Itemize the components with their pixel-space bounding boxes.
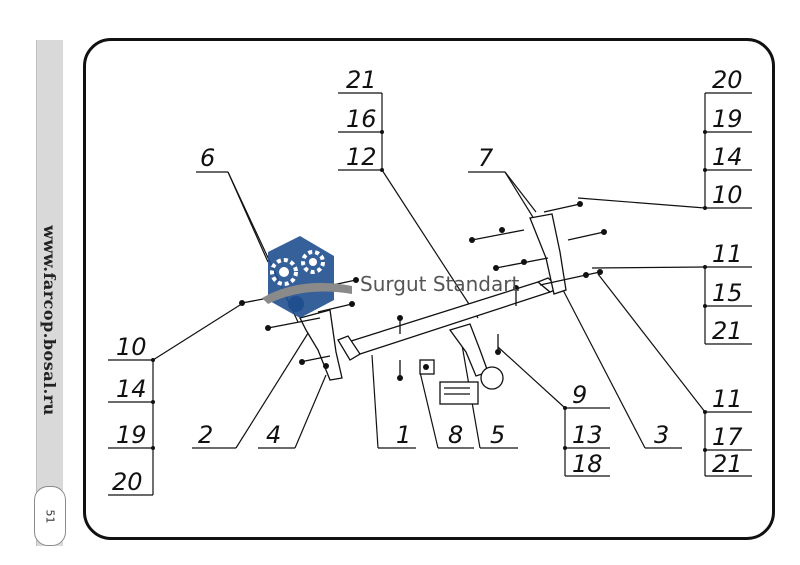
callout-3: 3: [654, 421, 669, 449]
callout-left-4: 20: [112, 468, 143, 496]
callout-13: 13: [572, 421, 603, 449]
callout-right-bottom-2: 17: [712, 423, 743, 451]
callout-left-2: 14: [116, 375, 147, 403]
callout-left-1: 10: [116, 333, 147, 361]
towbar-assembly: [241, 203, 605, 405]
callout-right-mid-1: 11: [712, 240, 743, 268]
nuts-washers: [239, 201, 607, 381]
callout-1: 1: [396, 421, 411, 449]
leader-lines: [108, 92, 752, 496]
callout-9: 9: [572, 381, 587, 409]
callout-6: 6: [200, 144, 215, 172]
callout-labels: 6 7 21 16 12 20 19 14 10 11 15 21 11 17 …: [112, 66, 743, 496]
callout-top-mid-3: 12: [346, 143, 377, 171]
callout-top-right-3: 14: [712, 143, 743, 171]
watermark-text: Surgut Standart: [360, 272, 519, 296]
callout-5: 5: [490, 421, 505, 449]
callout-2: 2: [198, 421, 213, 449]
callout-right-bottom-3: 21: [712, 450, 743, 478]
callout-right-bottom-1: 11: [712, 385, 743, 413]
gears-logo: [262, 236, 352, 318]
callout-18: 18: [572, 450, 603, 478]
drawing-frame: [83, 38, 775, 540]
callout-7: 7: [478, 144, 494, 172]
leader-dots: [151, 130, 707, 452]
callout-top-right-4: 10: [712, 181, 743, 209]
callout-left-3: 19: [116, 421, 147, 449]
callout-top-right-2: 19: [712, 105, 743, 133]
callout-top-right-1: 20: [712, 66, 743, 94]
callout-top-mid-2: 16: [346, 105, 377, 133]
callout-4: 4: [266, 421, 281, 449]
callout-right-mid-3: 21: [712, 317, 743, 345]
callout-top-mid-1: 21: [346, 66, 377, 94]
page-number: 51: [34, 486, 66, 546]
callout-8: 8: [448, 421, 463, 449]
sidebar-strip: [36, 40, 63, 546]
callout-right-mid-2: 15: [712, 279, 743, 307]
